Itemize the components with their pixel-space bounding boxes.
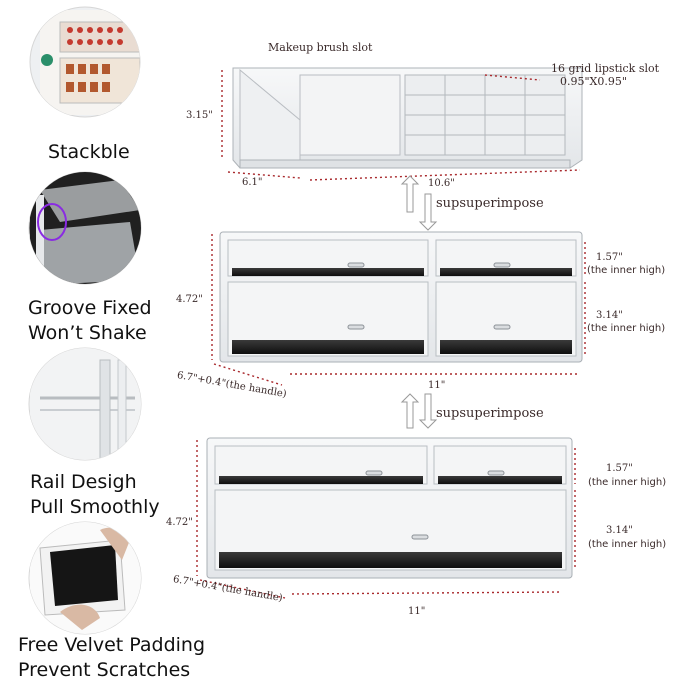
feature-stackable-photo — [29, 6, 141, 118]
bottom-height: 4.72" — [166, 517, 193, 528]
stack-arrow-icon-2 — [400, 393, 438, 429]
middle-top-drawer-height: 1.57" — [596, 252, 623, 263]
top-tray-illustration — [232, 67, 583, 169]
bottom-unit-dimension-lines — [196, 440, 576, 599]
lipstick-slot-label: 16 grid lipstick slot — [551, 62, 660, 75]
bottom-width: 11" — [408, 606, 426, 617]
feature-label-rail: Rail Desigh Pull Smoothly — [30, 471, 160, 518]
feature-label-groove: Groove Fixed Won’t Shake — [28, 297, 152, 344]
middle-width: 11" — [428, 380, 446, 391]
superimpose-label-2: supsuperimpose — [436, 406, 544, 421]
bottom-bottom-drawer-note: (the inner high) — [588, 539, 667, 550]
bottom-unit-illustration — [206, 437, 573, 579]
lipstick-slot-size: 0.95"X0.95" — [560, 75, 627, 88]
middle-height: 4.72" — [176, 294, 203, 305]
feature-groove-photo — [28, 171, 142, 285]
bottom-bottom-drawer-height: 3.14" — [606, 525, 633, 536]
feature-label-velvet: Free Velvet Padding Prevent Scratches — [18, 634, 206, 681]
superimpose-label-1: supsuperimpose — [436, 196, 544, 211]
stack-arrow-icon — [400, 175, 438, 231]
middle-unit-illustration — [219, 231, 583, 363]
bottom-top-drawer-height: 1.57" — [606, 463, 633, 474]
top-tray-dimension-lines — [221, 70, 581, 181]
top-tray-width: 10.6" — [428, 178, 455, 189]
top-tray-height: 3.15" — [186, 110, 213, 121]
brush-slot-label: Makeup brush slot — [268, 41, 373, 54]
middle-bottom-drawer-height: 3.14" — [596, 310, 623, 321]
feature-velvet-photo — [28, 521, 142, 635]
middle-top-drawer-note: (the inner high) — [587, 265, 666, 276]
feature-label-stackable: Stackble — [48, 141, 130, 163]
bottom-top-drawer-note: (the inner high) — [588, 477, 667, 488]
top-tray-depth: 6.1" — [242, 177, 263, 188]
middle-bottom-drawer-note: (the inner high) — [587, 323, 666, 334]
feature-rail-photo — [28, 347, 142, 461]
middle-unit-dimension-lines — [211, 234, 586, 386]
